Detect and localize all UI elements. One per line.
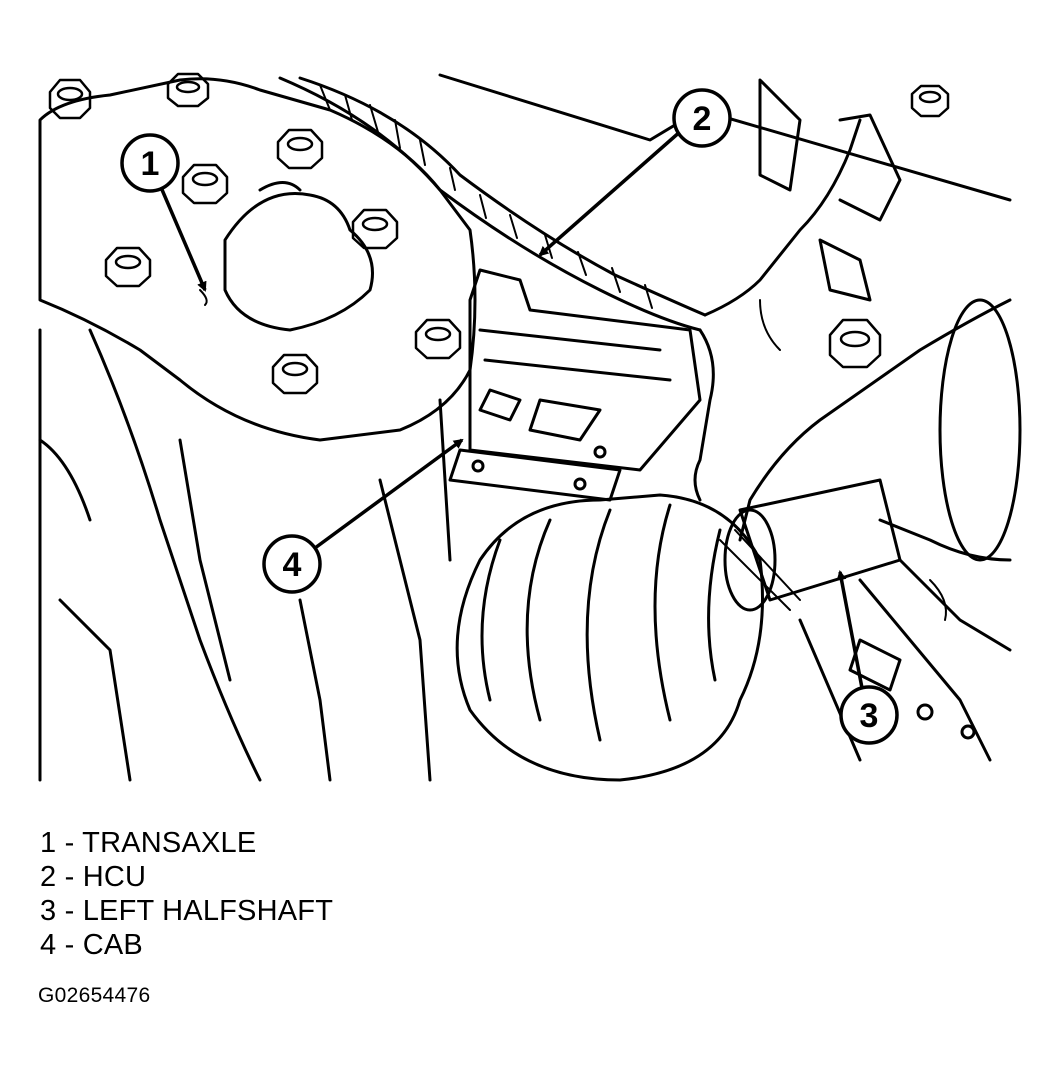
transaxle-bolts: [48, 72, 950, 395]
figure-id: G02654476: [38, 984, 151, 1007]
component-location-illustration: 1 2 3 4: [38, 72, 1022, 782]
callout-3-circle: [839, 685, 899, 745]
callout-1-circle: [120, 133, 180, 193]
cab-module: [448, 268, 702, 502]
legend: 1 - TRANSAXLE 2 - HCU 3 - LEFT HALFSHAFT…: [40, 826, 333, 962]
legend-item-cab: 4 - CAB: [40, 929, 143, 961]
legend-item-transaxle: 1 - TRANSAXLE: [40, 827, 257, 859]
callout-2-arrow: [538, 128, 684, 257]
wiring-harness: [278, 76, 902, 502]
callout-1-arrow: [158, 184, 207, 292]
callout-4-arrow: [313, 438, 464, 550]
legend-item-hcu: 2 - HCU: [40, 861, 147, 893]
legend-item-left-halfshaft: 3 - LEFT HALFSHAFT: [40, 895, 334, 927]
halfshaft-cv-boot: [455, 298, 1022, 782]
callout-1-label: 1: [141, 145, 160, 183]
chassis-structure: [438, 73, 1012, 762]
callout-3-label: 3: [860, 697, 879, 735]
transaxle-housing: [38, 77, 477, 782]
callout-4-circle: [262, 534, 322, 594]
callout-4-label: 4: [283, 546, 302, 584]
callout-2-circle: [672, 88, 732, 148]
callout-2-label: 2: [693, 100, 712, 138]
callout-3-arrow: [836, 570, 864, 689]
